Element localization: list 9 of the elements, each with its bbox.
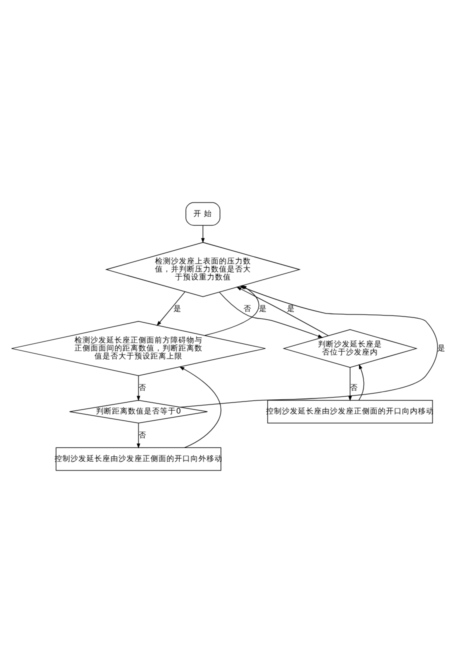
arrow — [218, 292, 323, 338]
arrow — [136, 422, 140, 448]
arrow — [178, 366, 221, 448]
arrow — [156, 291, 185, 326]
arrow — [236, 286, 328, 336]
arrow — [200, 224, 204, 243]
arrow — [136, 374, 140, 400]
arrow — [358, 363, 364, 400]
arrow — [348, 366, 352, 401]
